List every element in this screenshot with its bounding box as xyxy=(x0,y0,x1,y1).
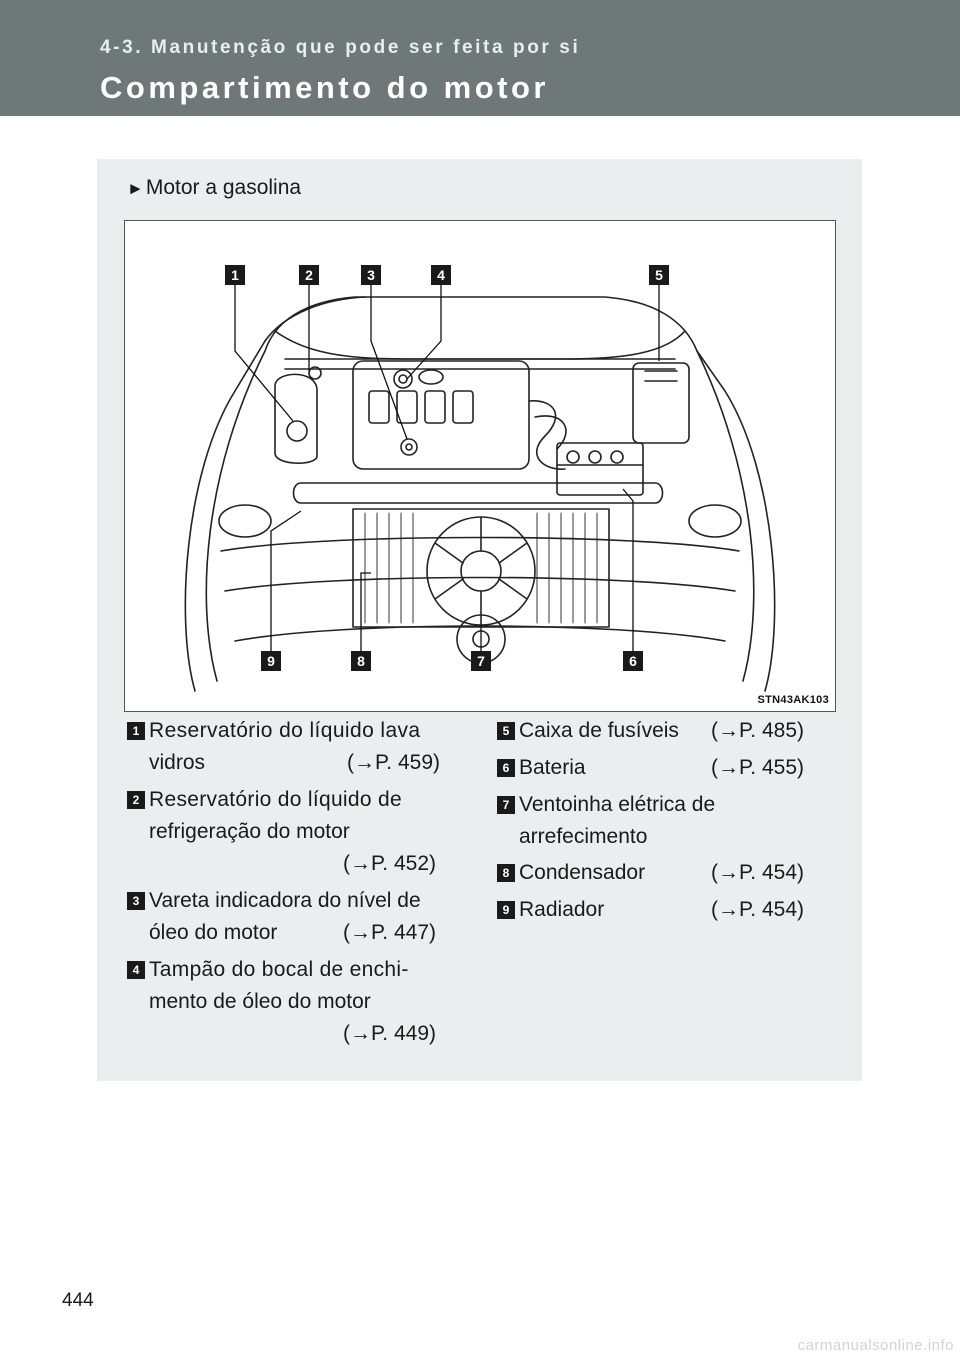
legend-number: 6 xyxy=(497,759,515,777)
legend-number: 2 xyxy=(127,791,145,809)
legend-item-5: 5 Caixa de fusíveis (→P. 485) xyxy=(497,715,837,747)
page-reference: (→P. 455) xyxy=(711,756,804,779)
triangle-marker-icon: ► xyxy=(127,179,144,198)
callout-3: 3 xyxy=(361,265,381,285)
engine-drawing xyxy=(184,282,776,692)
legend-item-9: 9 Radiador (→P. 454) xyxy=(497,894,837,926)
legend-text-line: Vareta indicadora do nível de xyxy=(149,889,421,912)
legend-text-line: Radiador xyxy=(519,898,605,921)
content-panel: ►Motor a gasolina xyxy=(97,159,862,1081)
engine-variant-heading: ►Motor a gasolina xyxy=(127,176,301,200)
legend-item-1: 1 Reservatório do líquido lava vidros (→… xyxy=(127,715,462,779)
variant-label: Motor a gasolina xyxy=(145,176,302,199)
callout-4: 4 xyxy=(431,265,451,285)
watermark: carmanualsonline.info xyxy=(797,1337,954,1354)
figure-code: STN43AK103 xyxy=(757,694,829,706)
legend-item-8: 8 Condensador (→P. 454) xyxy=(497,857,837,889)
callout-9: 9 xyxy=(261,651,281,671)
page-reference: (→P. 449) xyxy=(343,1022,436,1045)
legend-number: 1 xyxy=(127,722,145,740)
page-header: 4-3. Manutenção que pode ser feita por s… xyxy=(0,0,960,116)
page-title: Compartimento do motor xyxy=(100,70,549,105)
legend-number: 3 xyxy=(127,892,145,910)
page-reference: (→P. 485) xyxy=(711,719,804,742)
legend-number: 5 xyxy=(497,722,515,740)
section-label: 4-3. Manutenção que pode ser feita por s… xyxy=(100,37,581,58)
legend-text-line: Bateria xyxy=(519,756,586,779)
legend-text-line: Ventoinha elétrica de xyxy=(519,793,716,816)
callout-1: 1 xyxy=(225,265,245,285)
page-reference: (→P. 454) xyxy=(711,898,804,921)
legend-text-line: vidros xyxy=(149,751,206,774)
callout-7: 7 xyxy=(471,651,491,671)
engine-compartment-illustration: 1 2 3 4 5 6 7 8 9 STN43AK103 xyxy=(124,220,836,712)
callout-6: 6 xyxy=(623,651,643,671)
legend-text-line: Tampão do bocal de enchi- xyxy=(149,958,409,981)
legend-item-4: 4 Tampão do bocal de enchi- mento de óle… xyxy=(127,954,462,1050)
legend-text-line: óleo do motor xyxy=(149,921,278,944)
legend-number: 7 xyxy=(497,796,515,814)
legend-text-line: Reservatório do líquido de xyxy=(149,788,402,811)
legend-text-line: Reservatório do líquido lava xyxy=(149,719,421,742)
legend-item-2: 2 Reservatório do líquido de refrigeraçã… xyxy=(127,784,462,880)
callout-8: 8 xyxy=(351,651,371,671)
page-number: 444 xyxy=(62,1290,94,1311)
legend-text-line: refrigeração do motor xyxy=(149,820,350,843)
legend-item-3: 3 Vareta indicadora do nível de óleo do … xyxy=(127,885,462,949)
legend-number: 9 xyxy=(497,901,515,919)
page-reference: (→P. 454) xyxy=(711,861,804,884)
page-reference: (→P. 452) xyxy=(343,852,436,875)
callout-5: 5 xyxy=(649,265,669,285)
legend-item-6: 6 Bateria (→P. 455) xyxy=(497,752,837,784)
callout-2: 2 xyxy=(299,265,319,285)
legend-number: 8 xyxy=(497,864,515,882)
legend-number: 4 xyxy=(127,961,145,979)
legend-text-line: arrefecimento xyxy=(519,825,648,848)
legend-item-7: 7 Ventoinha elétrica de arrefecimento xyxy=(497,789,837,853)
legend-text-line: Caixa de fusíveis xyxy=(519,719,679,742)
legend-text-line: mento de óleo do motor xyxy=(149,990,371,1013)
legend-text-line: Condensador xyxy=(519,861,646,884)
page-reference: (→P. 447) xyxy=(343,921,436,944)
page-reference: (→P. 459) xyxy=(347,751,440,774)
